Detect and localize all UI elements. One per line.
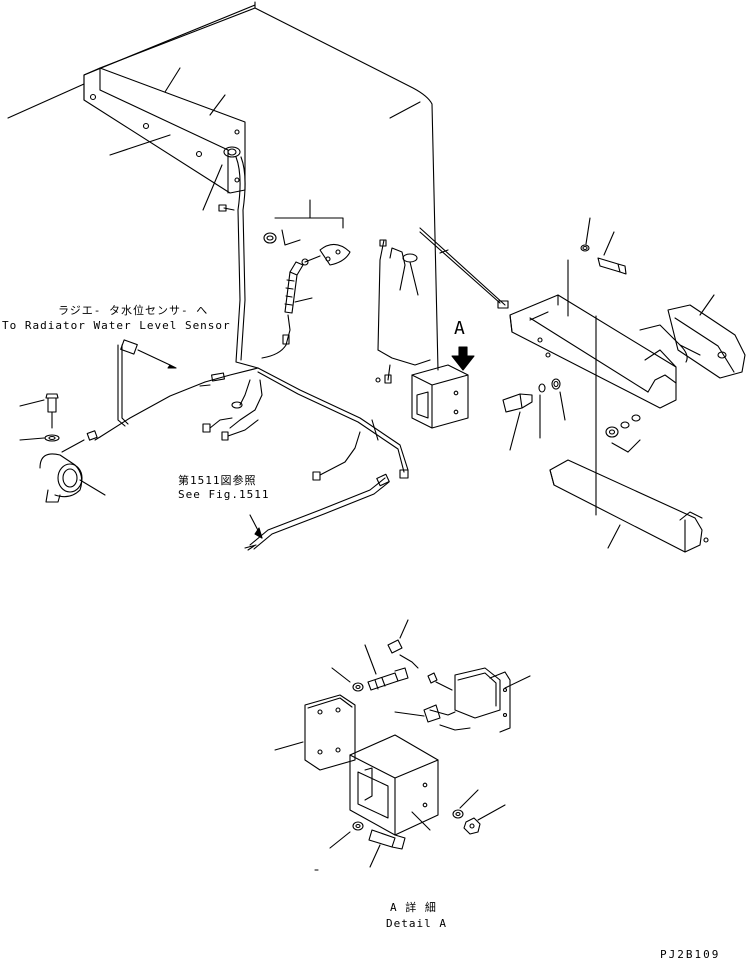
fig-ref-label-en: See Fig.1511	[178, 488, 270, 501]
arrow-a	[451, 346, 475, 371]
right-frame	[509, 259, 677, 409]
cab-housing	[7, 1, 439, 371]
bracket-box	[411, 364, 469, 429]
harness-lower	[244, 473, 390, 551]
detail-title-jp: A 詳 細	[390, 901, 437, 914]
detail-title-en: Detail A	[386, 917, 447, 930]
lamp	[639, 294, 746, 379]
drawing-code: PJ2B109	[660, 948, 721, 961]
upper-bracket	[83, 67, 246, 194]
sensor-part	[261, 199, 351, 359]
grommet	[202, 146, 241, 211]
radiator-sensor-label-en: To Radiator Water Level Sensor	[2, 319, 231, 332]
radiator-connector	[117, 339, 177, 427]
harness-right	[377, 239, 431, 384]
lower-bracket	[549, 459, 709, 553]
detail-a-assembly	[274, 619, 531, 871]
bolt-top-right	[580, 217, 627, 516]
rod	[419, 227, 509, 309]
harness-branches	[99, 367, 409, 481]
harness-main	[218, 156, 259, 369]
horn-assembly	[19, 393, 106, 503]
radiator-sensor-label-jp: ラジエ- タ水位センサ- へ	[58, 304, 209, 317]
fig-ref-label-jp: 第1511図参照	[178, 474, 257, 487]
bolt-middle-right	[502, 378, 641, 453]
detail-marker-label: A	[454, 318, 466, 339]
